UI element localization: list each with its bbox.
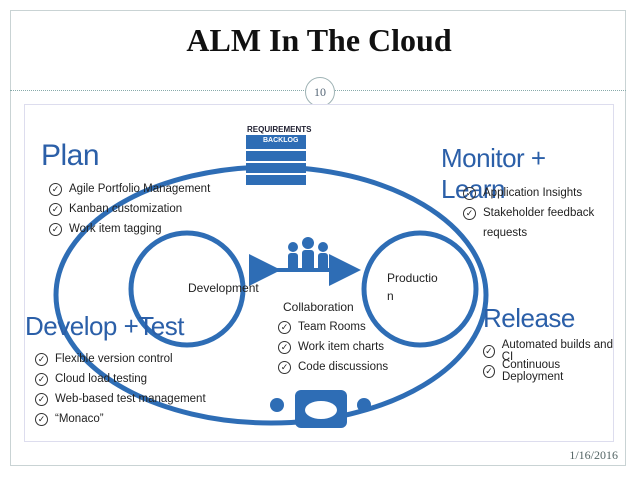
development-loop (128, 230, 246, 348)
develop-test-list: ✓Flexible version control ✓Cloud load te… (35, 349, 206, 429)
cycle-graphic (53, 135, 489, 428)
backlog-stack-icon (246, 135, 306, 185)
develop-test-heading: Develop +Test (25, 311, 184, 341)
alm-diagram: REQUIREMENTS BACKLOG Development Product… (24, 104, 614, 442)
list-item: ✓Automated builds and CI (483, 339, 613, 363)
list-item: ✓Application Insights (463, 183, 594, 203)
check-icon: ✓ (35, 412, 48, 426)
collaboration-list: ✓Team Rooms ✓Work item charts ✓Code disc… (278, 317, 388, 377)
slide-title: ALM In The Cloud (186, 22, 452, 58)
check-icon: ✓ (35, 352, 48, 366)
production-loop (361, 230, 479, 348)
list-item: requests (483, 227, 528, 239)
check-icon: ✓ (49, 222, 62, 236)
check-icon: ✓ (278, 360, 291, 374)
check-icon: ✓ (35, 392, 48, 406)
monitor-list: ✓Application Insights ✓Stakeholder feedb… (463, 183, 594, 243)
collaboration-heading: Collaboration (283, 300, 354, 314)
slide-date: 1/16/2016 (569, 448, 618, 462)
list-item: ✓Web-based test management (35, 389, 206, 409)
check-icon: ✓ (463, 186, 476, 200)
backlog-label: BACKLOG (263, 137, 299, 144)
people-icon (288, 237, 328, 271)
list-item: ✓Flexible version control (35, 349, 206, 369)
list-item: ✓Work item tagging (49, 219, 210, 239)
list-item: ✓Continuous Deployment (483, 359, 613, 383)
list-item: ✓Code discussions (278, 357, 388, 377)
check-icon: ✓ (49, 182, 62, 196)
list-item: ✓Stakeholder feedback (463, 203, 594, 223)
list-item: ✓Kanban customization (49, 199, 210, 219)
plan-heading: Plan (41, 139, 100, 172)
list-item: ✓Agile Portfolio Management (49, 179, 210, 199)
check-icon: ✓ (483, 364, 495, 378)
production-label-line2: n (387, 289, 394, 303)
check-icon: ✓ (483, 344, 495, 358)
list-item: ✓Cloud load testing (35, 369, 206, 389)
page-number: 10 (305, 77, 335, 107)
list-item: ✓“Monaco” (35, 409, 206, 429)
check-icon: ✓ (49, 202, 62, 216)
check-icon: ✓ (278, 340, 291, 354)
slide-frame (10, 10, 626, 466)
release-list: ✓Automated builds and CI ✓Continuous Dep… (483, 339, 613, 383)
requirements-label: REQUIREMENTS (247, 125, 312, 134)
check-icon: ✓ (463, 206, 476, 220)
development-label: Development (188, 281, 259, 295)
list-item: ✓Team Rooms (278, 317, 388, 337)
release-heading: Release (483, 303, 575, 333)
check-icon: ✓ (35, 372, 48, 386)
check-icon: ✓ (278, 320, 291, 334)
plan-list: ✓Agile Portfolio Management ✓Kanban cust… (49, 179, 210, 239)
cloud-gears-icon (270, 390, 371, 428)
production-label-line1: Productio (387, 271, 438, 285)
list-item: ✓Work item charts (278, 337, 388, 357)
